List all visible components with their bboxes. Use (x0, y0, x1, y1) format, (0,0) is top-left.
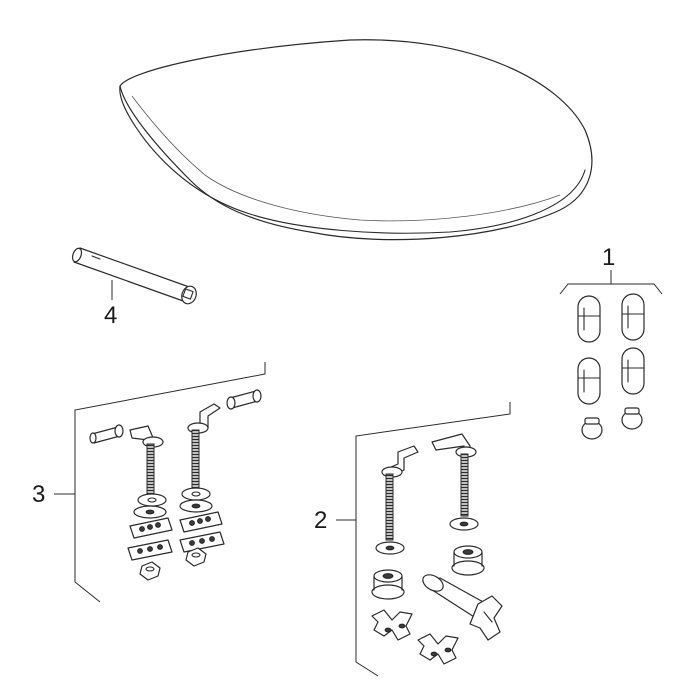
hinge-covers-set (577, 293, 645, 440)
hinge-cover (577, 295, 601, 343)
washer (375, 541, 405, 555)
hinge-cover (621, 347, 645, 395)
nut (139, 561, 161, 581)
slotted-plate (129, 517, 173, 539)
short-bolt (89, 424, 124, 444)
washer (133, 505, 167, 519)
spring-clip (417, 633, 459, 665)
callout-2-bracket (355, 402, 511, 677)
hinge-pin (381, 445, 419, 541)
hinge-pin (187, 403, 221, 491)
hinge-pin (129, 425, 164, 497)
hinge-pin (431, 433, 477, 517)
hinge-cover (621, 293, 645, 341)
fixing-kit-2 (371, 433, 503, 665)
expansion-bolt (422, 574, 503, 641)
washer (179, 499, 213, 513)
hex-key-tool (71, 247, 197, 305)
cap-button (621, 407, 643, 430)
rubber-bushing (371, 569, 405, 600)
callout-2: 2 (314, 507, 327, 534)
cap-button (581, 417, 603, 440)
hinge-cover (577, 357, 601, 405)
callout-1: 1 (602, 244, 615, 271)
rubber-bushing (451, 545, 485, 576)
washer (449, 517, 479, 531)
washer (137, 493, 167, 507)
toilet-seat-lid (119, 39, 593, 241)
callout-3: 3 (32, 481, 45, 508)
washer (181, 487, 211, 501)
callout-4: 4 (104, 302, 117, 329)
fixing-kit-3 (89, 389, 262, 581)
slotted-plate (179, 511, 223, 533)
slotted-plate (127, 539, 173, 561)
spring-clip (371, 609, 413, 641)
callout-1-bracket (559, 270, 663, 295)
nut (185, 547, 207, 567)
callout-3-bracket (74, 362, 266, 603)
short-bolt (226, 389, 262, 410)
slotted-plate (179, 531, 225, 553)
